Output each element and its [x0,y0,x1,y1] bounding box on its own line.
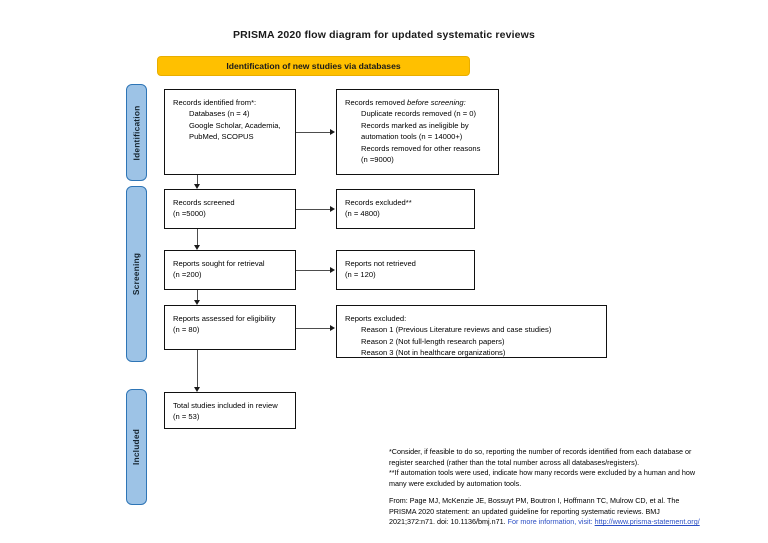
connector-identified-to-removed [296,132,330,133]
box-line: Google Scholar, Academia, [189,120,281,130]
arrowhead-screened-to-excluded [330,205,335,212]
citation: From: Page MJ, McKenzie JE, Bossuyt PM, … [389,496,751,528]
connector-identified-to-screened [197,175,198,184]
box-records-excluded: Records excluded** (n = 4800) [336,189,475,229]
box-line: Records excluded** [345,198,412,207]
footnote-line: many were excluded by automation tools. [389,478,522,488]
box-reports-assessed-for-eligibility: Reports assessed for eligibility (n = 80… [164,305,296,350]
stage-bar-identification: Identification [126,84,147,181]
box-heading: Reports excluded: [345,314,407,323]
box-reports-excluded-reasons: Reports excluded: Reason 1 (Previous Lit… [336,305,607,358]
box-line: Reason 1 (Previous Literature reviews an… [361,325,552,335]
stage-label-included: Included [131,428,142,466]
stage-bar-screening: Screening [126,186,147,362]
box-line: Duplicate records removed (n = 0) [361,109,477,119]
connector-sought-to-notretrieved [296,270,330,271]
box-heading-plain: Records removed [345,98,408,107]
box-line: (n = 80) [173,325,200,335]
box-records-screened: Records screened (n =5000) [164,189,296,229]
box-line: Records screened [173,198,235,207]
identification-banner-label: Identification of new studies via databa… [226,61,401,71]
box-line: Reason 2 (Not full-length research paper… [361,336,505,346]
citation-line: From: Page MJ, McKenzie JE, Bossuyt PM, … [389,496,680,505]
arrowhead-assessed-to-included [193,387,200,392]
connector-screened-to-sought [197,229,198,245]
connector-assessed-to-included [197,350,198,387]
box-line: Reports assessed for eligibility [173,314,276,323]
arrowhead-assessed-to-reports-excluded [330,324,335,331]
box-line: Reports sought for retrieval [173,259,265,268]
arrowhead-identified-to-removed [330,128,335,135]
connector-assessed-to-reports-excluded [296,328,330,329]
box-line: (n = 120) [345,270,376,280]
connector-sought-to-assessed [197,290,198,300]
footnote-line: *Consider, if feasible to do so, reporti… [389,447,692,456]
box-line: Reason 3 (Not in healthcare organization… [361,348,506,358]
arrowhead-sought-to-notretrieved [330,266,335,273]
connector-screened-to-excluded [296,209,330,210]
footnote-line: register searched (rather than the total… [389,457,640,467]
box-line: automation tools (n = 14000+) [361,132,463,142]
box-total-studies-included: Total studies included in review (n = 53… [164,392,296,429]
box-line: (n = 4800) [345,209,380,219]
stage-bar-included: Included [126,389,147,505]
box-records-removed-before-screening: Records removed before screening: Duplic… [336,89,499,175]
box-line: (n =5000) [173,209,206,219]
box-heading-italic: before screening: [407,98,466,107]
page-title: PRISMA 2020 flow diagram for updated sys… [233,29,535,41]
identification-banner: Identification of new studies via databa… [157,56,470,76]
arrowhead-screened-to-sought [193,245,200,250]
footnotes: *Consider, if feasible to do so, reporti… [389,447,749,489]
stage-label-identification: Identification [131,105,142,160]
citation-more-info-text: For more information, visit: [507,517,595,527]
box-line: Records removed for other reasons [361,143,481,153]
stage-label-screening: Screening [131,252,142,296]
footnote-line: **If automation tools were used, indicat… [389,468,696,478]
box-records-identified: Records identified from*: Databases (n =… [164,89,296,175]
box-line: Records marked as ineligible by [361,120,469,130]
box-line: Reports not retrieved [345,259,416,268]
box-reports-sought-for-retrieval: Reports sought for retrieval (n =200) [164,250,296,290]
box-line: PubMed, SCOPUS [189,132,254,142]
citation-line: 2021;372:n71. doi: 10.1136/bmj.n71. For … [389,517,751,528]
box-reports-not-retrieved: Reports not retrieved (n = 120) [336,250,475,290]
arrowhead-sought-to-assessed [193,300,200,305]
arrowhead-identified-to-screened [193,184,200,189]
box-line: Records identified from*: [173,98,257,107]
box-line: (n =200) [173,270,202,280]
box-line: (n =9000) [361,155,394,165]
box-heading: Records removed before screening: [345,97,490,108]
citation-line: PRISMA 2020 statement: an updated guidel… [389,506,660,516]
box-line: Total studies included in review [173,401,278,410]
box-line: (n = 53) [173,412,200,422]
prisma-statement-link[interactable]: http://www.prisma-statement.org/ [594,517,700,527]
box-line: Databases (n = 4) [189,109,250,119]
citation-doi: 2021;372:n71. doi: 10.1136/bmj.n71. [389,517,508,527]
